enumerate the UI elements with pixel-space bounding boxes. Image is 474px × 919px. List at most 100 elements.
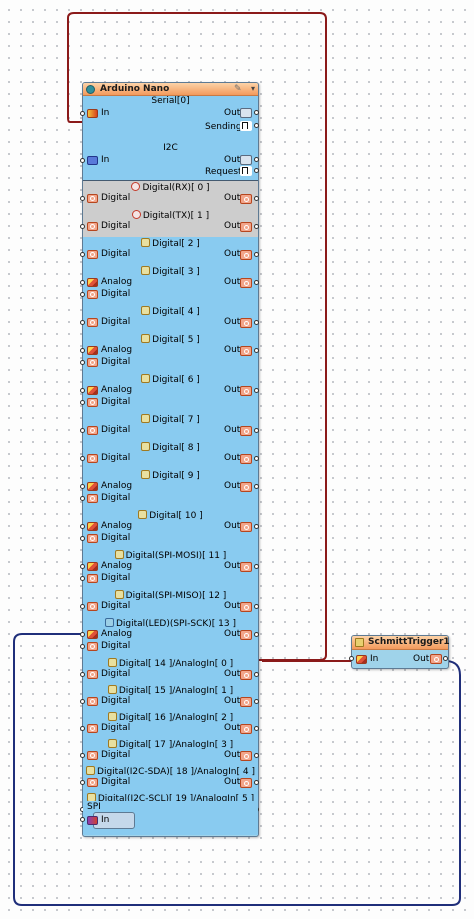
output-pin-dot[interactable] [254, 726, 259, 731]
output-pin-dot[interactable] [254, 388, 259, 393]
input-pin-dot[interactable] [80, 564, 85, 569]
input-pin-dot[interactable] [349, 656, 354, 661]
digital-in-pin-icon[interactable] [87, 318, 98, 327]
digital-out-pin-icon[interactable] [240, 522, 252, 532]
output-pin-dot[interactable] [254, 110, 259, 115]
wire-serial-loop[interactable] [67, 12, 327, 661]
analog-in-pin-icon[interactable] [87, 562, 98, 571]
input-pin-dot[interactable] [80, 817, 85, 822]
digital-out-pin-icon[interactable] [240, 194, 252, 204]
digital-out-pin-icon[interactable] [240, 562, 252, 572]
digital-in-pin-icon[interactable] [87, 574, 98, 583]
analog-in-pin-icon[interactable] [87, 346, 98, 355]
digital-out-pin-icon[interactable] [240, 602, 252, 612]
input-pin-dot[interactable] [80, 388, 85, 393]
output-pin-dot[interactable] [254, 157, 259, 162]
digital-in-pin-icon[interactable] [87, 426, 98, 435]
digital-out-pin-icon[interactable] [240, 250, 252, 260]
input-pin-dot[interactable] [80, 456, 85, 461]
digital-out-pin-icon[interactable] [240, 670, 252, 680]
output-pin-dot[interactable] [254, 699, 259, 704]
output-pin-dot[interactable] [254, 632, 259, 637]
output-pin-dot[interactable] [254, 196, 259, 201]
output-pin-dot[interactable] [254, 484, 259, 489]
digital-out-pin-icon[interactable] [240, 426, 252, 436]
wrench-icon[interactable]: ✎ [234, 84, 242, 94]
digital-in-pin-icon[interactable] [87, 194, 98, 203]
input-pin-dot[interactable] [80, 726, 85, 731]
output-pin-dot[interactable] [254, 456, 259, 461]
digital-in-pin-icon[interactable] [87, 222, 98, 231]
analog-in-pin-icon[interactable] [87, 386, 98, 395]
wire-schmitt-out-to-pin13[interactable] [13, 633, 461, 906]
digital-out-pin-icon[interactable] [240, 482, 252, 492]
output-pin-dot[interactable] [254, 320, 259, 325]
input-pin-dot[interactable] [80, 320, 85, 325]
digital-out-pin-icon[interactable] [240, 222, 252, 232]
serial-in-pin-icon[interactable] [87, 109, 98, 118]
digital-out-pin-icon[interactable] [240, 778, 252, 788]
input-pin-dot[interactable] [80, 484, 85, 489]
input-pin-dot[interactable] [80, 753, 85, 758]
digital-out-pin-icon[interactable] [240, 278, 252, 288]
digital-in-pin-icon[interactable] [87, 602, 98, 611]
output-pin-dot[interactable] [254, 224, 259, 229]
input-pin-dot[interactable] [80, 224, 85, 229]
pin-section-18[interactable]: Digital(I2C-SDA)[ 18 ]/AnalogIn[ 4 ]Digi… [80, 765, 259, 793]
spi-in-box[interactable]: In [87, 812, 135, 829]
output-pin-dot[interactable] [443, 656, 448, 661]
output-pin-dot[interactable] [254, 168, 259, 173]
digital-out-pin-icon[interactable] [240, 724, 252, 734]
analog-in-pin-icon[interactable] [87, 522, 98, 531]
input-pin-dot[interactable] [80, 644, 85, 649]
digital-out-pin-icon[interactable] [240, 751, 252, 761]
output-pin-dot[interactable] [254, 280, 259, 285]
output-pin-dot[interactable] [254, 564, 259, 569]
digital-in-pin-icon[interactable] [87, 454, 98, 463]
input-pin-dot[interactable] [80, 428, 85, 433]
digital-out-pin-icon[interactable] [240, 630, 252, 640]
analog-in-pin-icon[interactable] [356, 655, 367, 664]
input-pin-dot[interactable] [80, 524, 85, 529]
input-pin-dot[interactable] [80, 111, 85, 116]
chevron-down-icon[interactable]: ▾ [250, 84, 255, 93]
component-header[interactable]: SchmittTrigger1 [352, 636, 450, 650]
digital-in-pin-icon[interactable] [87, 724, 98, 733]
input-pin-dot[interactable] [80, 280, 85, 285]
spi-in-pin-icon[interactable] [87, 816, 98, 825]
output-pin-dot[interactable] [254, 524, 259, 529]
input-pin-dot[interactable] [80, 632, 85, 637]
input-pin-dot[interactable] [80, 576, 85, 581]
input-pin-dot[interactable] [80, 496, 85, 501]
analog-in-pin-icon[interactable] [87, 630, 98, 639]
input-pin-dot[interactable] [80, 780, 85, 785]
output-pin-dot[interactable] [254, 753, 259, 758]
digital-out-pin-icon[interactable] [240, 346, 252, 356]
digital-in-pin-icon[interactable] [87, 398, 98, 407]
digital-in-pin-icon[interactable] [87, 250, 98, 259]
digital-in-pin-icon[interactable] [87, 534, 98, 543]
analog-in-pin-icon[interactable] [87, 278, 98, 287]
input-pin-dot[interactable] [80, 158, 85, 163]
digital-in-pin-icon[interactable] [87, 642, 98, 651]
request-clock-icon[interactable] [240, 166, 252, 176]
digital-in-pin-icon[interactable] [87, 778, 98, 787]
input-pin-dot[interactable] [80, 604, 85, 609]
output-pin-dot[interactable] [254, 672, 259, 677]
